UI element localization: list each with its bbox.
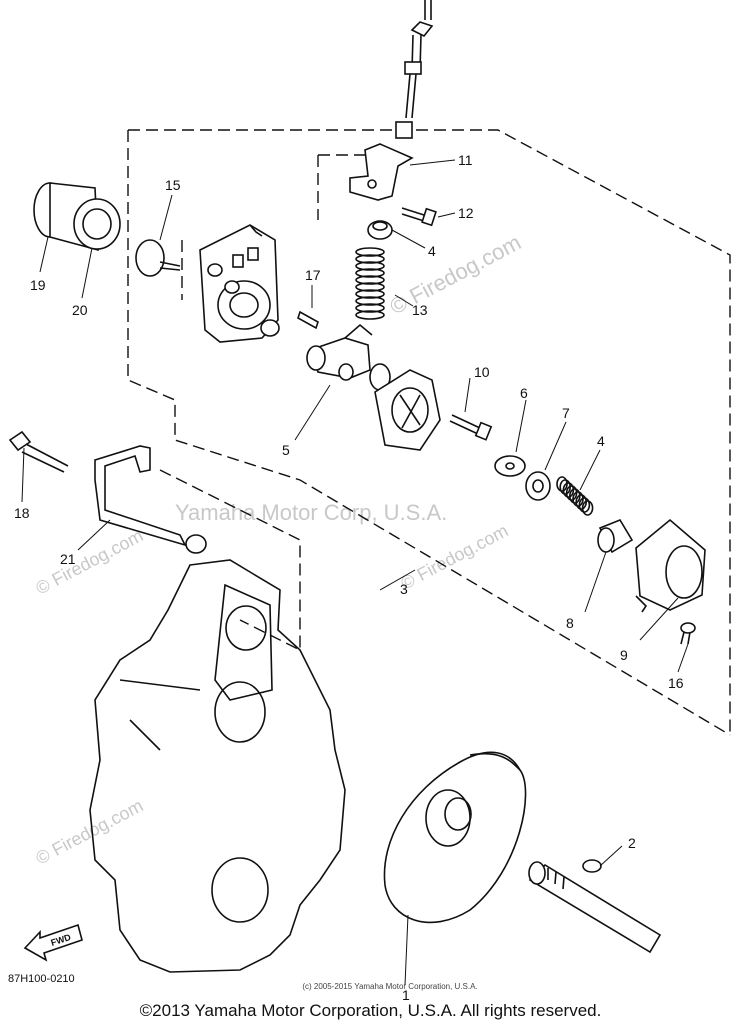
shaft-part-5	[306, 323, 373, 381]
firedog-watermark-lower-left: © Firedog.com	[32, 795, 146, 868]
throttle-cable	[395, 0, 434, 139]
pin-part-17	[297, 310, 319, 330]
bolt-part-10	[449, 414, 493, 441]
label-21: 21	[60, 551, 76, 567]
crankcase	[89, 559, 346, 973]
lever-part-11	[349, 143, 414, 201]
bolt-part-18	[8, 430, 69, 473]
bracket-part-21	[94, 445, 207, 554]
label-1: 1	[402, 987, 410, 1003]
label-12: 12	[458, 205, 474, 221]
label-18: 18	[14, 505, 30, 521]
collar-part-4	[367, 220, 393, 240]
copyright-notice: ©2013 Yamaha Motor Corporation, U.S.A. A…	[139, 1001, 602, 1020]
yamaha-watermark: Yamaha Motor Corp, U.S.A.	[175, 500, 447, 525]
screw-part-16	[680, 622, 696, 645]
label-13: 13	[412, 302, 428, 318]
label-8: 8	[566, 615, 574, 631]
label-2: 2	[628, 835, 636, 851]
sheave-part-1	[383, 751, 527, 924]
grommet-part-20	[73, 198, 121, 250]
firedog-watermark-main: © Firedog.com	[386, 229, 525, 319]
washer-part-6	[494, 455, 526, 477]
label-6: 6	[520, 385, 528, 401]
label-4a: 4	[428, 243, 436, 259]
label-9: 9	[620, 647, 628, 663]
label-11: 11	[458, 152, 473, 168]
label-5: 5	[282, 442, 290, 458]
bushing-part-8	[597, 519, 634, 554]
fwd-arrow-icon: FWD	[23, 923, 83, 962]
label-16: 16	[668, 675, 684, 691]
firedog-watermark-left: © Firedog.com	[32, 525, 146, 598]
leader-lines	[21, 159, 689, 986]
bolt-part-12	[401, 207, 437, 227]
pump-body	[369, 363, 441, 451]
spring-part-4-lower	[556, 476, 594, 516]
label-19: 19	[30, 277, 46, 293]
diagram-code: 87H100-0210	[8, 973, 75, 985]
label-10: 10	[474, 364, 490, 380]
splined-shaft	[528, 861, 662, 954]
label-15: 15	[165, 177, 181, 193]
firedog-watermark-mid: © Firedog.com	[397, 520, 511, 593]
label-7: 7	[562, 405, 570, 421]
plate-part-15	[135, 239, 181, 277]
spring-part-13	[355, 247, 385, 320]
key-part-2	[582, 859, 602, 873]
assembly-boundary	[127, 129, 731, 736]
label-4b: 4	[597, 433, 605, 449]
fine-print: (c) 2005-2015 Yamaha Motor Corporation, …	[302, 982, 478, 991]
label-20: 20	[72, 302, 88, 318]
cover-part-9	[635, 518, 706, 613]
part-number-labels: 11 12 4 13 17 15 19 20 10 6 7 4 5 8 9 16…	[14, 152, 684, 1003]
gear-part-7	[525, 471, 551, 501]
label-3: 3	[400, 581, 408, 597]
housing	[199, 224, 280, 343]
label-17: 17	[305, 267, 321, 283]
